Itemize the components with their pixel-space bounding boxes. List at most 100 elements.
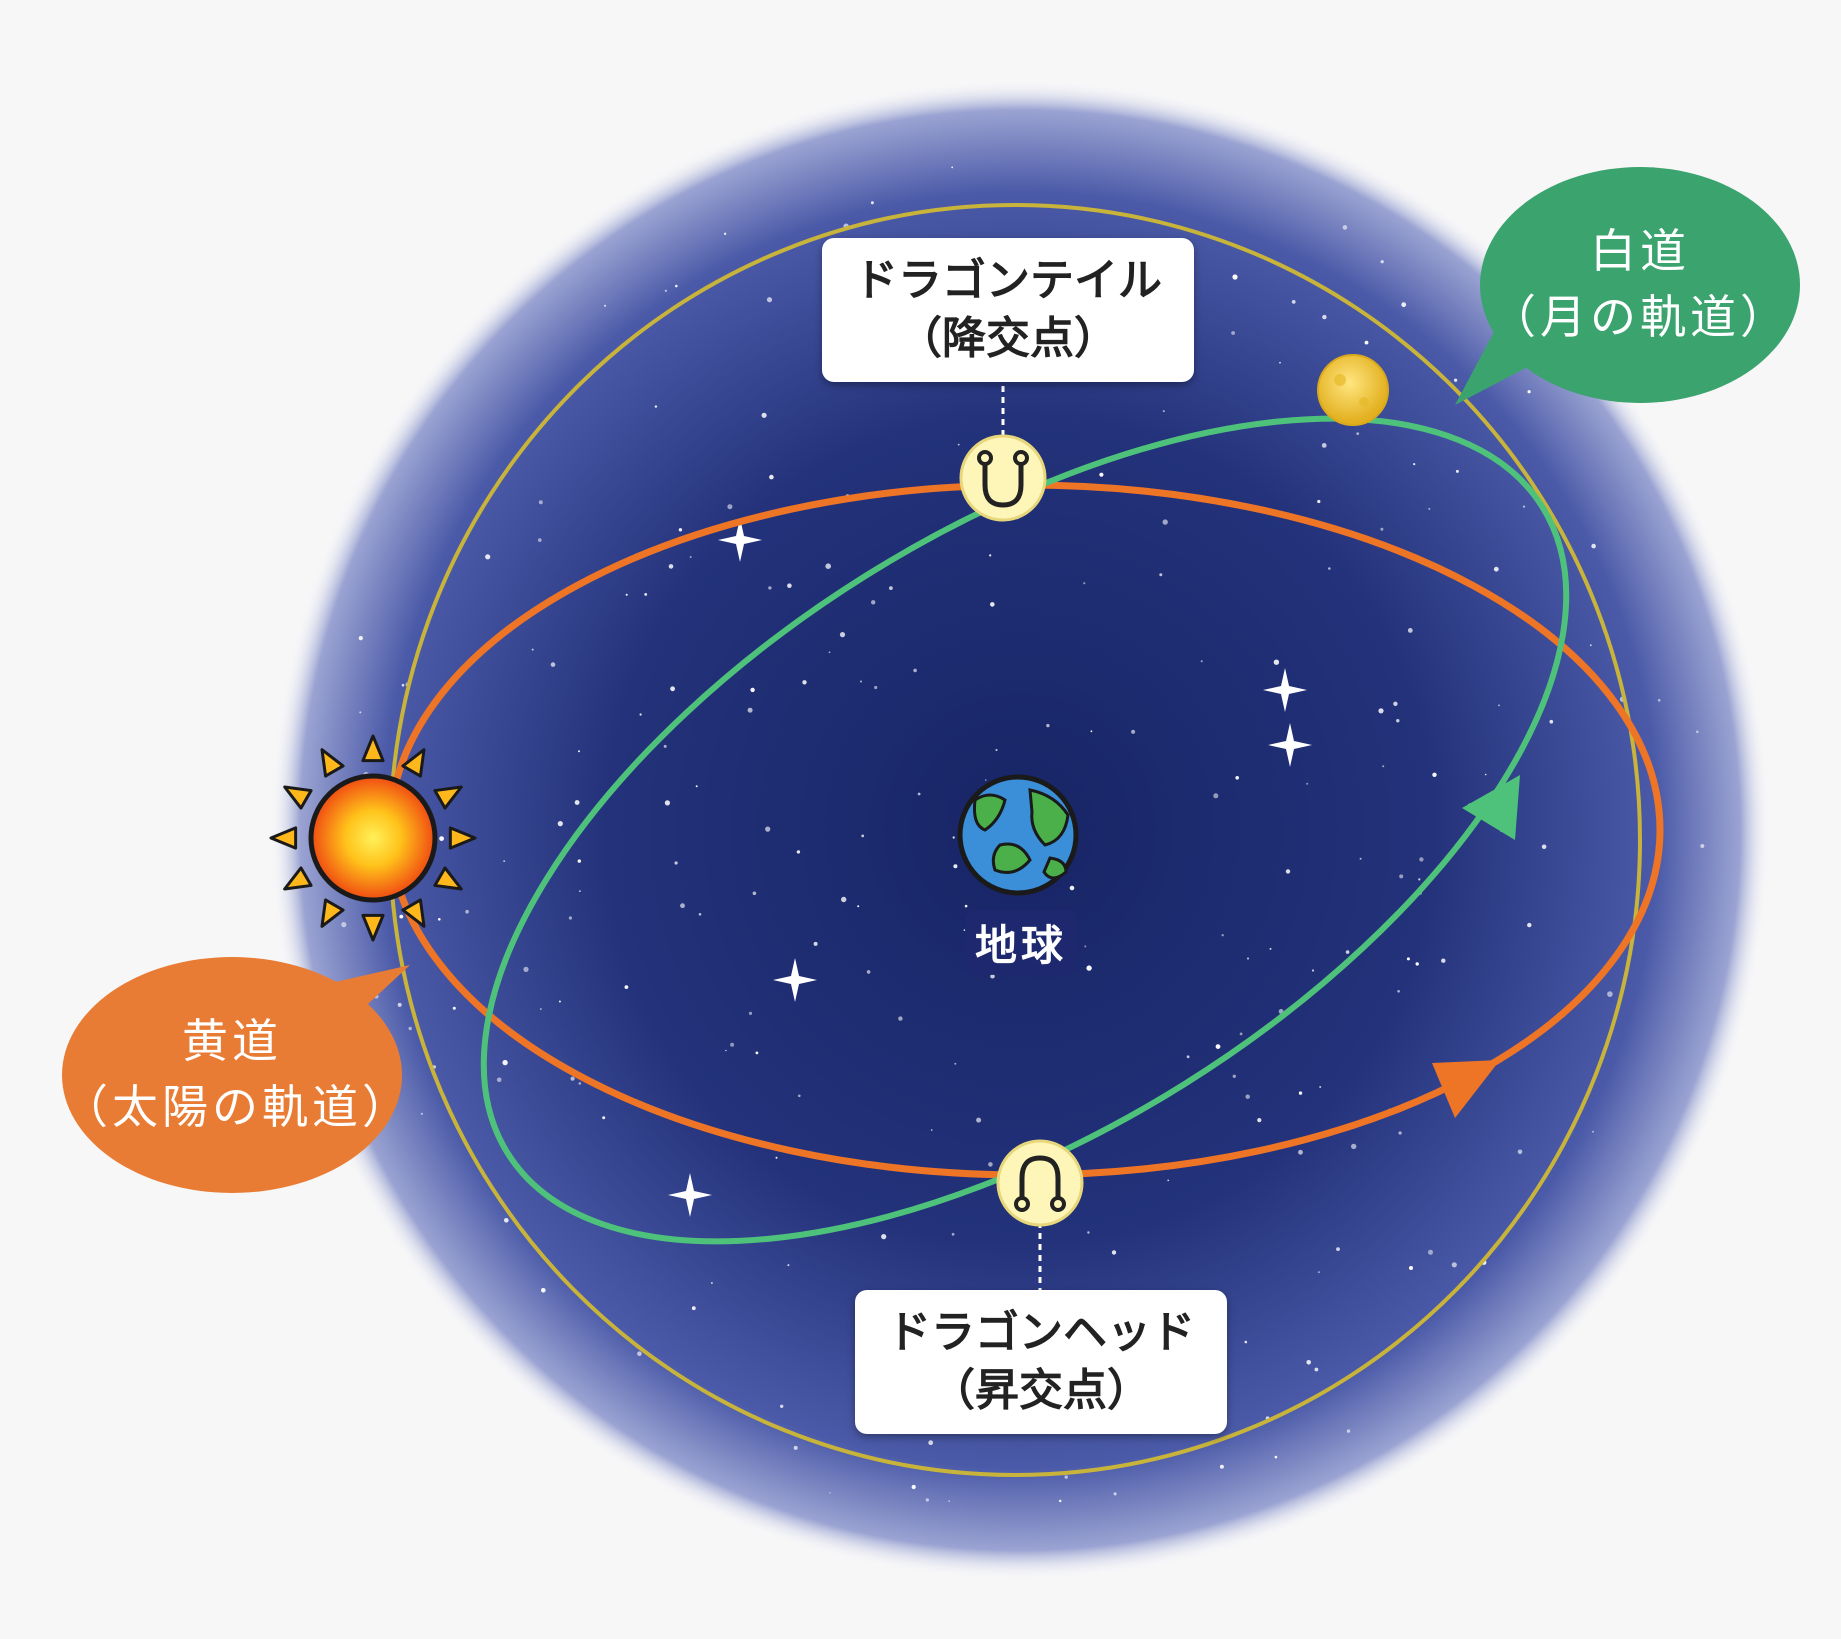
- star: [503, 860, 506, 863]
- star: [604, 304, 606, 307]
- star: [1591, 543, 1596, 549]
- star: [1380, 260, 1384, 264]
- star: [1451, 1262, 1457, 1268]
- star: [761, 412, 767, 418]
- star: [397, 1002, 402, 1007]
- star: [1378, 708, 1384, 714]
- star: [911, 1484, 916, 1490]
- descending-node-icon: [959, 434, 1047, 522]
- sun-ray: [448, 826, 477, 850]
- star: [1364, 340, 1369, 345]
- star: [504, 1218, 509, 1223]
- ascending-node-icon: [996, 1139, 1084, 1227]
- star: [1285, 869, 1291, 874]
- star: [1246, 957, 1250, 960]
- star: [1401, 302, 1407, 308]
- star: [775, 1156, 778, 1159]
- star: [1527, 922, 1532, 928]
- star: [401, 683, 405, 687]
- star: [860, 680, 862, 683]
- star: [1549, 719, 1554, 724]
- star: [857, 905, 860, 908]
- star: [1454, 378, 1458, 382]
- star: [1257, 1118, 1262, 1123]
- star: [1046, 723, 1050, 728]
- moon-orbit-direction-arrow: [1462, 775, 1520, 840]
- star: [541, 1288, 546, 1293]
- star: [990, 973, 995, 979]
- star: [861, 834, 865, 838]
- star: [1069, 885, 1075, 891]
- star: [1314, 1367, 1319, 1372]
- star: [748, 1011, 753, 1016]
- star: [557, 821, 563, 827]
- star: [1351, 1143, 1357, 1150]
- sun-orbit-subtitle: （太陽の軌道）: [62, 1080, 412, 1134]
- star: [750, 687, 755, 693]
- star: [1415, 962, 1419, 966]
- sun-ray: [361, 913, 385, 942]
- star: [1232, 274, 1238, 280]
- star: [639, 713, 642, 716]
- star: [898, 1016, 903, 1021]
- star: [1498, 704, 1500, 707]
- star: [796, 850, 801, 854]
- star: [951, 1232, 955, 1236]
- star: [1244, 1340, 1248, 1344]
- star: [1083, 582, 1086, 585]
- moon-orbit-subtitle: （月の軌道）: [1490, 290, 1790, 344]
- sun-orbit-title: 黄道: [182, 1014, 282, 1068]
- star: [1527, 390, 1531, 394]
- star: [1419, 857, 1424, 862]
- star: [727, 504, 733, 510]
- star: [957, 443, 960, 446]
- star: [813, 941, 818, 946]
- star: [866, 970, 871, 974]
- star: [953, 864, 958, 869]
- star: [408, 1026, 412, 1031]
- star: [988, 1162, 993, 1167]
- star: [691, 1306, 696, 1311]
- star: [1090, 730, 1093, 733]
- star: [1221, 934, 1224, 937]
- star: [793, 1445, 798, 1450]
- ecliptic-direction-arrow: [1432, 1060, 1500, 1118]
- star: [730, 1042, 735, 1047]
- sun-ray: [401, 748, 426, 778]
- star: [963, 929, 966, 931]
- star: [1058, 1499, 1062, 1503]
- sun-ray: [283, 866, 313, 891]
- star: [1428, 1249, 1433, 1255]
- star: [578, 1082, 582, 1085]
- star: [841, 896, 847, 903]
- star: [1413, 463, 1416, 466]
- star: [747, 707, 753, 713]
- star: [674, 861, 678, 865]
- star: [1317, 1271, 1320, 1274]
- star: [1064, 1475, 1068, 1479]
- star: [913, 668, 917, 673]
- sparkle-star: [668, 1173, 712, 1217]
- earth-icon: [957, 774, 1079, 896]
- star: [1273, 659, 1280, 665]
- star: [951, 166, 954, 169]
- star: [1696, 730, 1699, 734]
- star: [1484, 773, 1487, 776]
- star: [1213, 793, 1219, 799]
- star: [1306, 782, 1309, 785]
- star: [550, 662, 556, 667]
- moon-orbit-label: 白道 （月の軌道）: [1480, 218, 1800, 350]
- star: [689, 556, 692, 558]
- star: [766, 297, 773, 303]
- star: [558, 1000, 561, 1003]
- star: [1346, 1429, 1351, 1433]
- star: [925, 1498, 929, 1502]
- star: [765, 826, 771, 832]
- star: [769, 474, 774, 480]
- star: [752, 891, 757, 896]
- star: [1589, 644, 1592, 647]
- star: [1306, 1360, 1311, 1365]
- star: [1311, 969, 1315, 972]
- sun-ray: [401, 898, 426, 928]
